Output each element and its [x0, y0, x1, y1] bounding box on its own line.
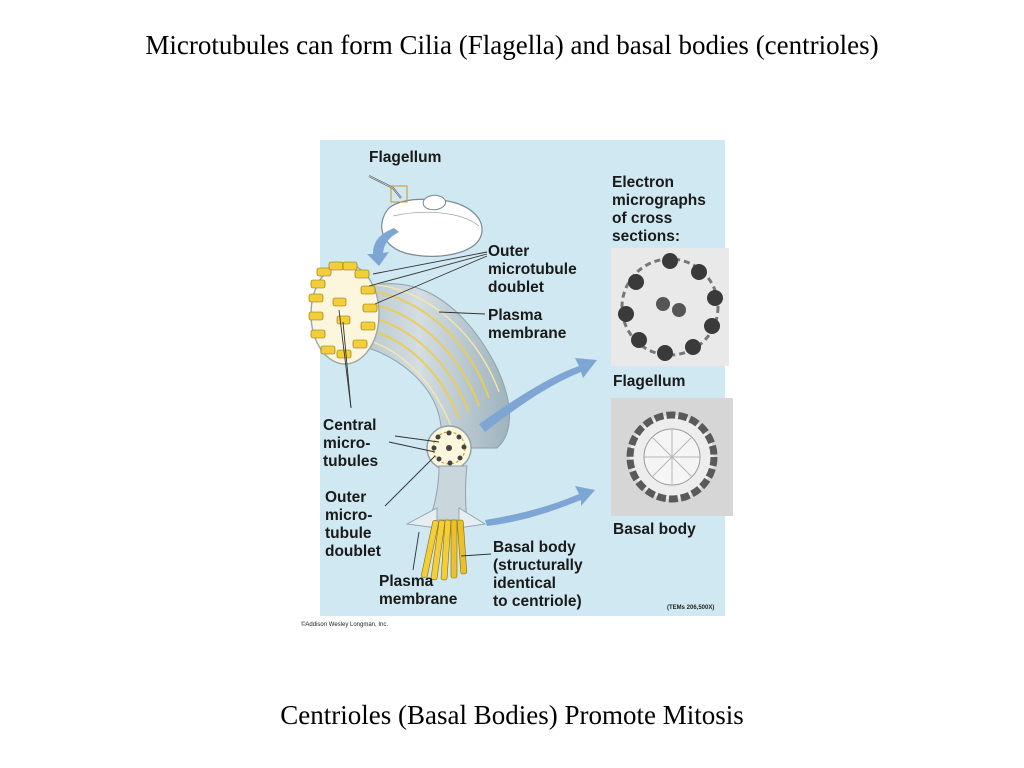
label-flagellum-micrograph: Flagellum [613, 373, 685, 390]
label-copyright: ©Addison Wesley Longman, Inc. [301, 621, 388, 628]
basal-body-micrograph [611, 398, 733, 516]
slide-title: Microtubules can form Cilia (Flagella) a… [145, 30, 879, 60]
zoom-arrow [367, 228, 399, 266]
label-basal-body-micrograph: Basal body [613, 521, 696, 538]
arrow-to-basal-micrograph [485, 486, 595, 526]
label-outer-doublet-top: Outer microtubule doublet [488, 243, 581, 296]
label-plasma-membrane-bottom: Plasma membrane [379, 573, 458, 608]
flagellum-diagram: Flagellum Electron micrographs of cross … [289, 136, 735, 636]
leader-lines [338, 251, 492, 571]
arrow-to-flagellum-micrograph [479, 358, 597, 432]
label-basal-body: Basal body (structurally identical to ce… [493, 539, 587, 610]
basal-cross-section [426, 425, 472, 471]
label-plasma-membrane-top: Plasma membrane [488, 307, 567, 342]
basal-body [405, 465, 487, 581]
label-flagellum-top: Flagellum [369, 149, 441, 166]
cell-drawing [368, 175, 483, 257]
label-micrographs: Electron micrographs of cross sections: [612, 174, 710, 245]
flagellum-micrograph [611, 248, 729, 366]
slide-footer: Centrioles (Basal Bodies) Promote Mitosi… [280, 700, 744, 730]
label-outer-doublet-bottom: Outer micro- tubule doublet [325, 489, 381, 560]
label-magnification: (TEMs 206,500X) [667, 605, 714, 611]
label-central-microtubules: Central micro- tubules [323, 417, 381, 470]
